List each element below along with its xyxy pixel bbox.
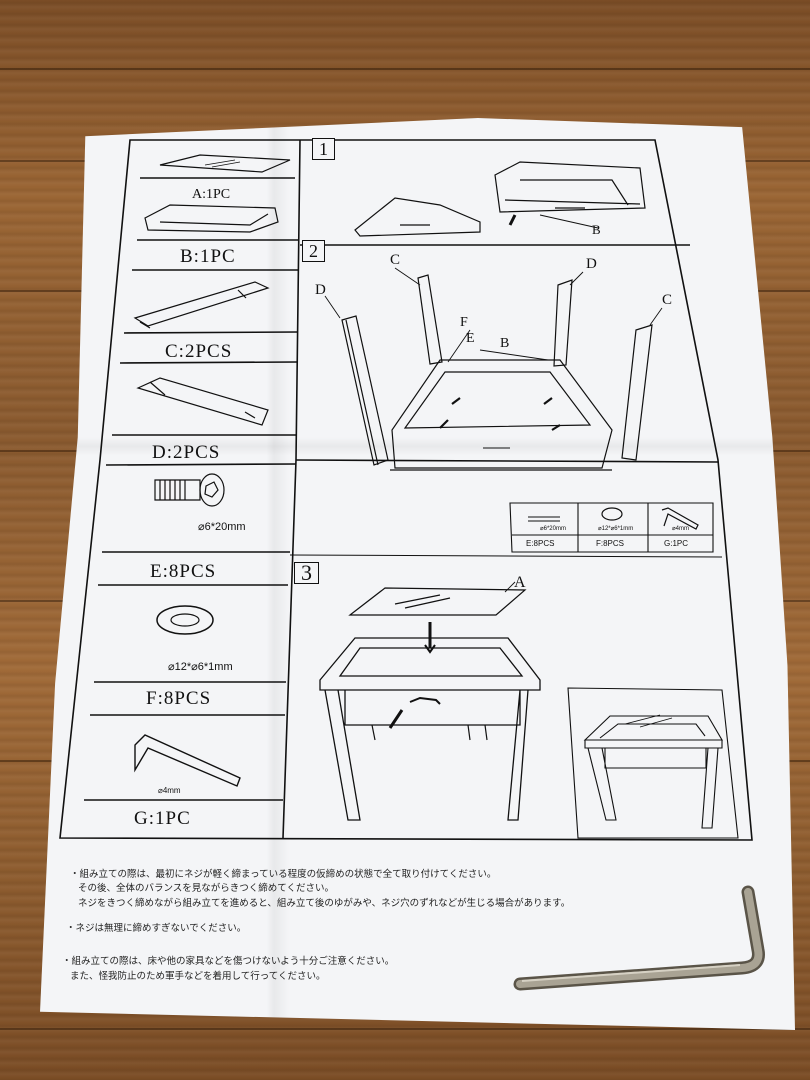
hw-f-spec: ⌀12*⌀6*1mm bbox=[598, 526, 634, 532]
part-b-drawing bbox=[144, 204, 279, 233]
washer-f-drawing bbox=[156, 605, 214, 635]
part-f-spec: ⌀12*⌀6*1mm bbox=[168, 661, 233, 673]
note-line-5: ・組み立ての際は、床や他の家具などを傷つけないよう十分ご注意ください。 bbox=[62, 956, 395, 967]
part-a-drawing bbox=[159, 154, 291, 173]
part-g-label: G:1PC bbox=[134, 808, 191, 829]
hw-g-spec: ⌀4mm bbox=[672, 526, 689, 532]
hw-e-spec: ⌀6*20mm bbox=[540, 526, 566, 532]
callout-c-left: C bbox=[390, 252, 401, 268]
hw-f-label: F:8PCS bbox=[596, 539, 625, 548]
part-e-spec: ⌀6*20mm bbox=[198, 521, 246, 533]
parts-column-divider bbox=[282, 139, 301, 839]
part-b-label: B:1PC bbox=[180, 246, 236, 267]
hw-g-label: G:1PC bbox=[664, 539, 689, 548]
step-number-1: 1 bbox=[312, 138, 335, 160]
step2-divider bbox=[295, 459, 719, 463]
part-a-label: A:1PC bbox=[192, 187, 231, 202]
table-drawing bbox=[319, 637, 541, 691]
callout-f: F bbox=[460, 315, 468, 330]
wrench-g-drawing bbox=[134, 734, 241, 787]
callout-b-step2: B bbox=[500, 336, 510, 351]
callout-e: E bbox=[466, 331, 475, 346]
callout-c-right: C bbox=[662, 292, 673, 308]
step-number-3: 3 bbox=[294, 562, 319, 584]
part-d-label: D:2PCS bbox=[152, 442, 221, 463]
part-e-label: E:8PCS bbox=[150, 561, 217, 582]
hex-wrench-object bbox=[513, 885, 765, 991]
part-d-drawing bbox=[136, 377, 269, 426]
part-c-drawing bbox=[133, 281, 270, 329]
callout-a-step3: A bbox=[514, 574, 526, 591]
outer-frame bbox=[59, 139, 753, 841]
part-f-label: F:8PCS bbox=[146, 688, 212, 709]
glass-top-a-drawing bbox=[348, 587, 527, 616]
callout-d-left: D bbox=[315, 282, 326, 298]
callout-b-step1: B bbox=[592, 222, 601, 237]
part-g-spec: ⌀4mm bbox=[158, 786, 181, 795]
screw-e-drawing bbox=[154, 473, 225, 507]
note-line-2: その後、全体のバランスを見ながらきつく締めてください。 bbox=[78, 883, 335, 894]
callout-d-right: D bbox=[586, 256, 597, 272]
hardware-box bbox=[509, 502, 714, 553]
hw-e-label: E:8PCS bbox=[526, 539, 555, 548]
note-line-6: また、怪我防止のため軍手などを着用して行ってください。 bbox=[70, 971, 326, 982]
part-c-label: C:2PCS bbox=[165, 341, 233, 362]
note-line-1: ・組み立ての際は、最初にネジが軽く締まっている程度の仮締めの状態で全て取り付けて… bbox=[70, 869, 497, 880]
step-number-2: 2 bbox=[302, 240, 325, 262]
note-line-4: ・ネジは無理に締めすぎないでください。 bbox=[66, 923, 247, 934]
note-line-3: ネジをきつく締めながら組み立てを進めると、組み立て後のゆがみや、ネジ穴のずれなど… bbox=[78, 898, 571, 909]
